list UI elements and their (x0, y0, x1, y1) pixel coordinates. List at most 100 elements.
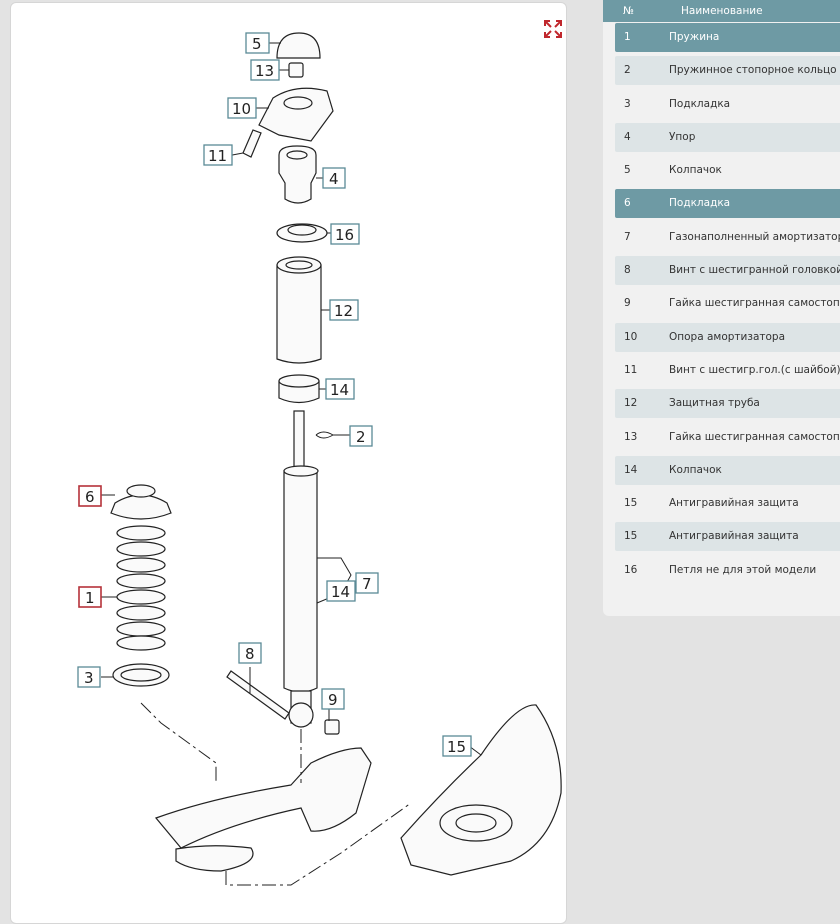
row-name: Опора амортизатора (669, 330, 786, 343)
piston-rod-part (293, 410, 305, 470)
row-number: 3 (624, 97, 631, 110)
table-row[interactable]: 1 Пружина (615, 23, 840, 52)
row-number: 10 (624, 330, 638, 343)
shock-eye-part (288, 702, 314, 728)
row-number: 1 (624, 31, 631, 43)
callout-1[interactable]: 1 (78, 586, 102, 608)
table-row[interactable]: 10 Опора амортизатора (615, 322, 840, 352)
svg-text:6: 6 (85, 488, 95, 506)
row-number: 14 (624, 463, 638, 476)
table-row[interactable]: 6 Подкладка (615, 189, 840, 219)
row-name: Гайка шестигранная самостопор. (669, 297, 840, 310)
table-row[interactable]: 2 Пружинное стопорное кольцо (615, 56, 840, 86)
row-number: 5 (624, 164, 631, 177)
svg-text:14: 14 (330, 381, 349, 399)
row-name: Защитная труба (669, 397, 760, 410)
table-row[interactable]: 4 Упор (615, 122, 840, 152)
callout-11[interactable]: 11 (203, 144, 233, 166)
svg-text:13: 13 (255, 62, 274, 80)
callout-12[interactable]: 12 (329, 299, 359, 321)
svg-text:15: 15 (447, 738, 466, 756)
table-row[interactable]: 3 Подкладка (615, 89, 840, 119)
row-number: 6 (624, 197, 631, 210)
row-name: Подкладка (669, 97, 731, 110)
row-name: Газонаполненный амортизатор (669, 230, 840, 243)
callout-7[interactable]: 7 (355, 572, 379, 594)
exploded-diagram: 5 13 10 11 4 16 12 14 2 6 1 3 14 7 8 9 1… (77, 32, 562, 886)
row-number: 16 (624, 563, 638, 576)
coil-spring-part (116, 525, 166, 651)
svg-text:2: 2 (356, 428, 366, 446)
nut-9-part (324, 719, 340, 735)
cap-part (276, 32, 321, 59)
svg-text:1: 1 (85, 589, 95, 607)
row-name: Пружина (669, 31, 720, 43)
column-header-name: Наименование (681, 5, 763, 17)
svg-text:14: 14 (331, 583, 350, 601)
row-number: 9 (624, 297, 631, 310)
row-name: Пружинное стопорное кольцо (669, 64, 837, 77)
row-name: Упор (669, 130, 696, 143)
table-row[interactable]: 5 Колпачок (615, 156, 840, 186)
rear-axle-part (154, 747, 372, 849)
table-row[interactable]: 14 Колпачок (615, 455, 840, 485)
parts-table-header: № Наименование (603, 0, 840, 22)
table-row[interactable]: 7 Газонаполненный амортизатор (615, 222, 840, 252)
callout-3[interactable]: 3 (77, 666, 101, 688)
row-number: 8 (624, 264, 631, 277)
callout-14[interactable]: 14 (325, 378, 355, 400)
row-name: Антигравийная защита (669, 530, 799, 543)
callout-10[interactable]: 10 (227, 97, 257, 119)
table-row[interactable]: 16 Петля не для этой модели (615, 555, 840, 585)
row-number: 12 (624, 397, 638, 410)
table-row[interactable]: 8 Винт с шестигранной головкой (615, 256, 840, 286)
svg-text:9: 9 (328, 691, 338, 709)
svg-text:16: 16 (335, 226, 354, 244)
svg-text:5: 5 (252, 35, 262, 53)
svg-text:8: 8 (245, 645, 255, 663)
row-name: Петля не для этой модели (669, 563, 817, 576)
row-name: Гайка шестигранная самостопор. (669, 430, 840, 443)
callout-15[interactable]: 15 (442, 735, 472, 757)
table-row[interactable]: 12 Защитная труба (615, 389, 840, 419)
svg-text:7: 7 (362, 575, 372, 593)
svg-text:3: 3 (84, 669, 94, 687)
row-name: Винт с шестигранной головкой (669, 264, 840, 277)
callout-14-sub[interactable]: 14 (326, 580, 356, 602)
callout-13[interactable]: 13 (250, 59, 280, 81)
column-header-number: № (623, 5, 634, 17)
callout-2[interactable]: 2 (349, 425, 373, 447)
row-name: Колпачок (669, 164, 722, 177)
diagram-panel: 5 13 10 11 4 16 12 14 2 6 1 3 14 7 8 9 1… (10, 2, 567, 924)
row-name: Колпачок (669, 463, 722, 476)
callout-6[interactable]: 6 (78, 485, 102, 507)
table-row[interactable]: 9 Гайка шестигранная самостопор. (615, 289, 840, 319)
expand-icon[interactable] (542, 18, 564, 40)
parts-list-panel: № Наименование 1 Пружина 2 Пружинное стопор… (603, 0, 840, 616)
callout-9[interactable]: 9 (321, 688, 345, 710)
row-name: Подкладка (669, 197, 731, 210)
row-name: Винт с шестигр.гол.(с шайбой) (669, 363, 840, 376)
nut-part (288, 62, 304, 78)
callout-8[interactable]: 8 (238, 642, 262, 664)
bolt-8-part (226, 670, 290, 720)
row-number: 4 (624, 130, 631, 143)
table-row[interactable]: 15 Антигравийная защита (615, 489, 840, 519)
callout-5[interactable]: 5 (245, 32, 270, 54)
row-number: 7 (624, 230, 631, 243)
callout-4[interactable]: 4 (322, 167, 346, 189)
row-number: 2 (624, 64, 631, 77)
mount-part (258, 87, 334, 142)
row-number: 15 (624, 497, 638, 510)
svg-text:4: 4 (329, 170, 339, 188)
bump-stop-part (278, 145, 317, 204)
callout-16[interactable]: 16 (330, 223, 360, 245)
bolt-part (242, 129, 262, 158)
spring-seat-part (110, 494, 172, 520)
svg-text:12: 12 (334, 302, 353, 320)
row-name: Антигравийная защита (669, 497, 799, 510)
